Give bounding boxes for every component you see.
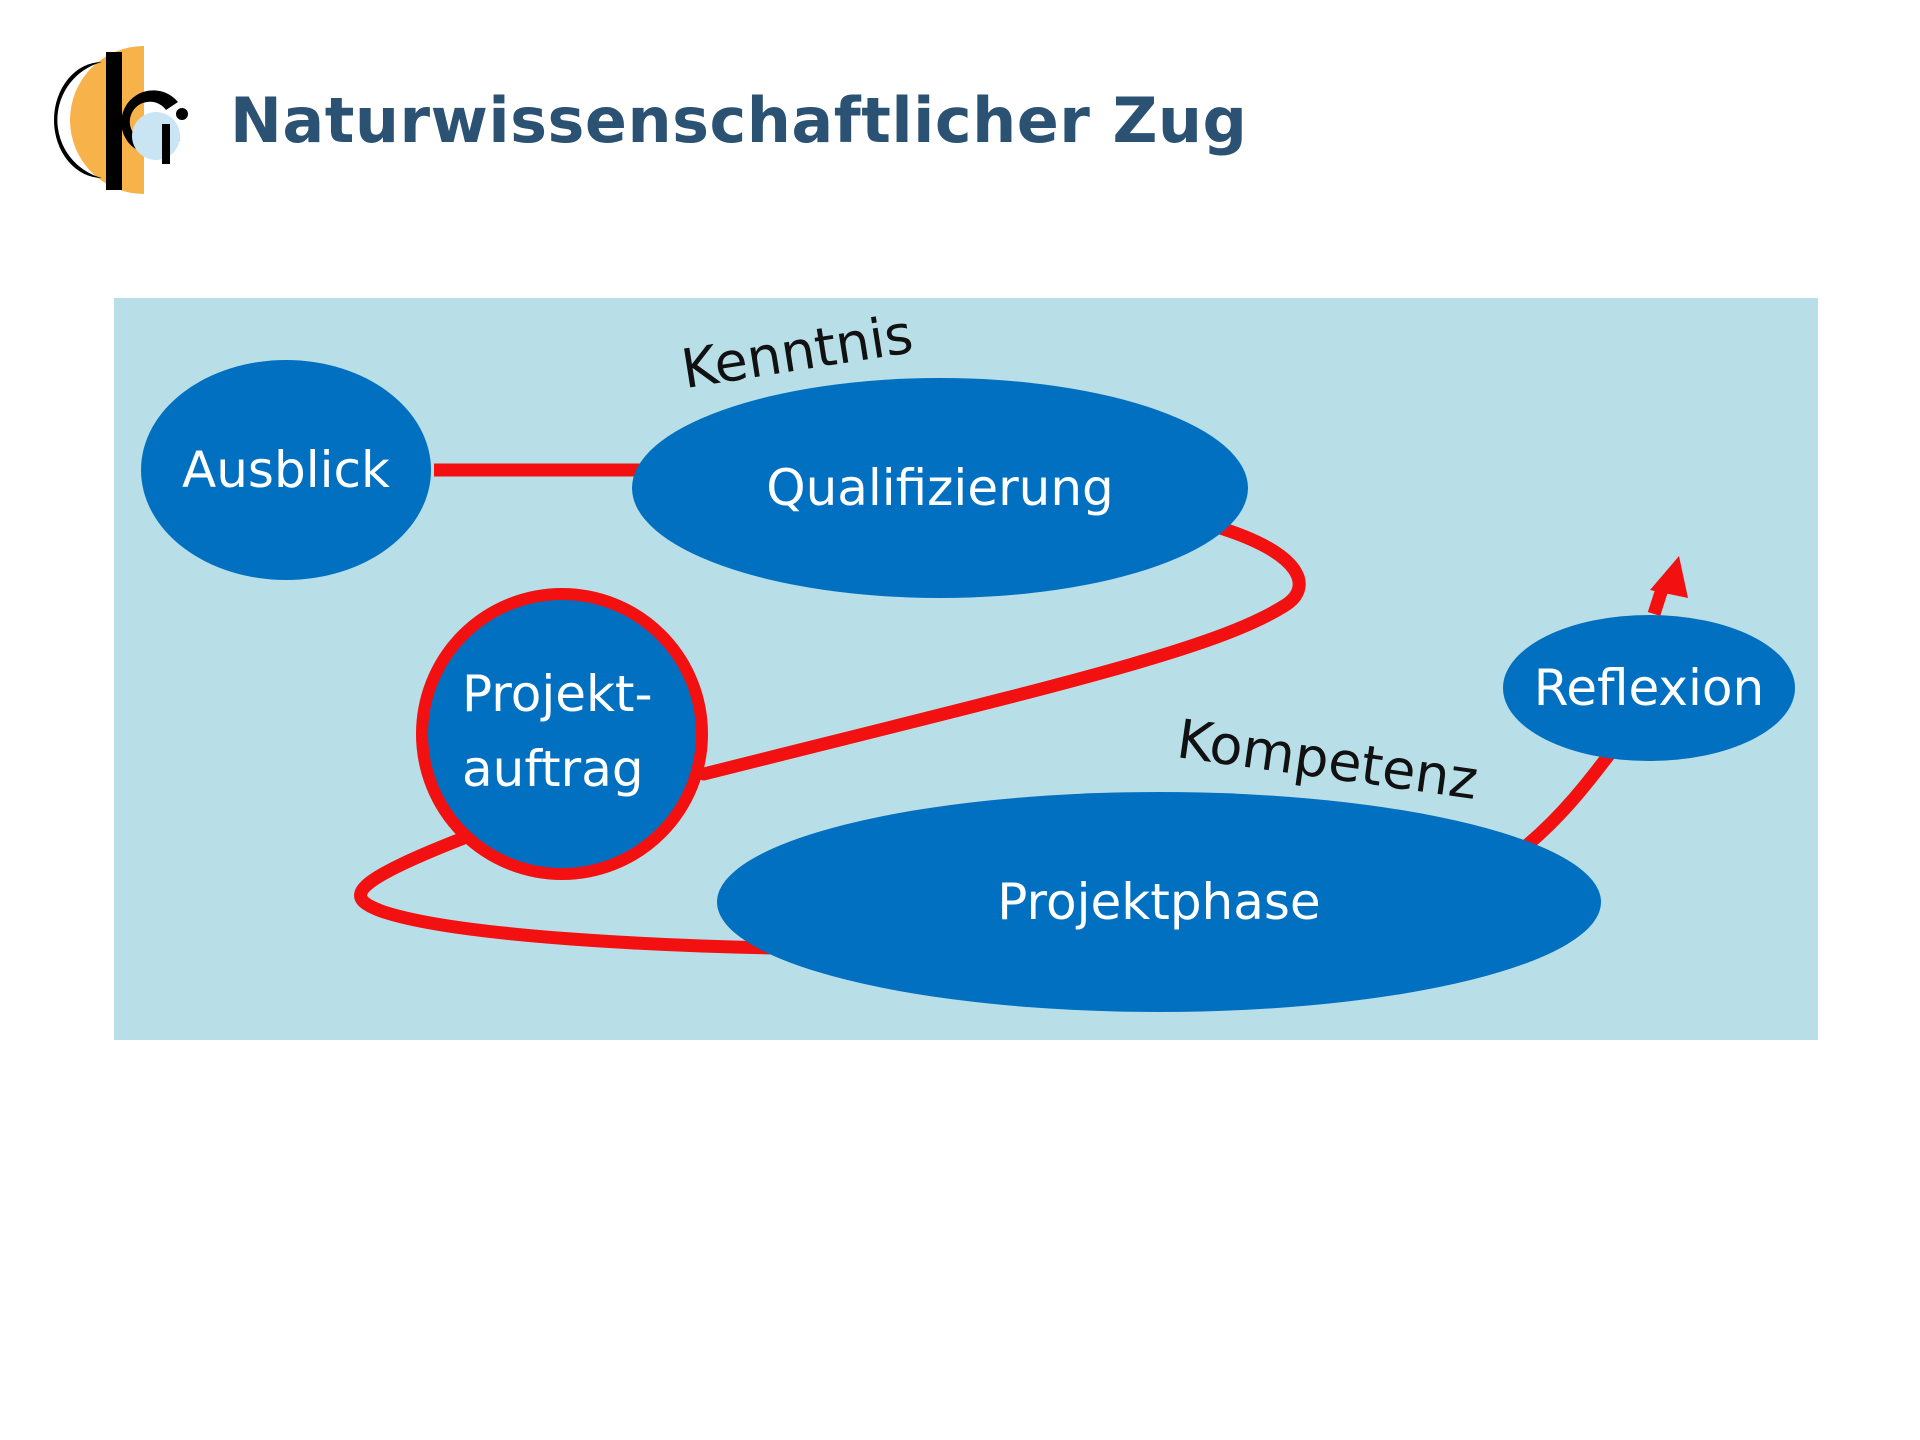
flow-path-qualifizierung-projektauftrag [697, 519, 1306, 781]
page-title: Naturwissenschaftlicher Zug [230, 84, 1248, 157]
process-diagram: Ausblick Qualifizierung Projekt- auftrag… [114, 298, 1818, 1040]
node-ausblick [141, 360, 431, 580]
node-label-ausblick: Ausblick [182, 441, 390, 499]
logo-lightblue-disc [132, 112, 180, 160]
node-label-projektauftrag-line1: Projekt- [462, 665, 653, 723]
node-reflexion [1503, 615, 1795, 761]
flow-path-projektauftrag-projektphase [354, 827, 781, 955]
node-qualifizierung [632, 378, 1248, 598]
node-label-qualifizierung: Qualifizierung [766, 459, 1114, 517]
school-logo-icon [54, 46, 188, 194]
process-diagram-svg: Ausblick Qualifizierung Projekt- auftrag… [114, 298, 1818, 1040]
node-label-reflexion: Reflexion [1534, 659, 1764, 717]
logo-black-bar [106, 52, 122, 190]
node-projektphase [717, 792, 1601, 1012]
node-projektauftrag [416, 588, 708, 880]
logo-dot [176, 108, 188, 120]
flow-arrowhead [1650, 556, 1688, 598]
page-header: Naturwissenschaftlicher Zug [0, 0, 1920, 220]
logo-letter-i [162, 124, 170, 164]
node-label-projektphase: Projektphase [997, 873, 1320, 931]
node-label-projektauftrag-line2: auftrag [462, 740, 644, 798]
